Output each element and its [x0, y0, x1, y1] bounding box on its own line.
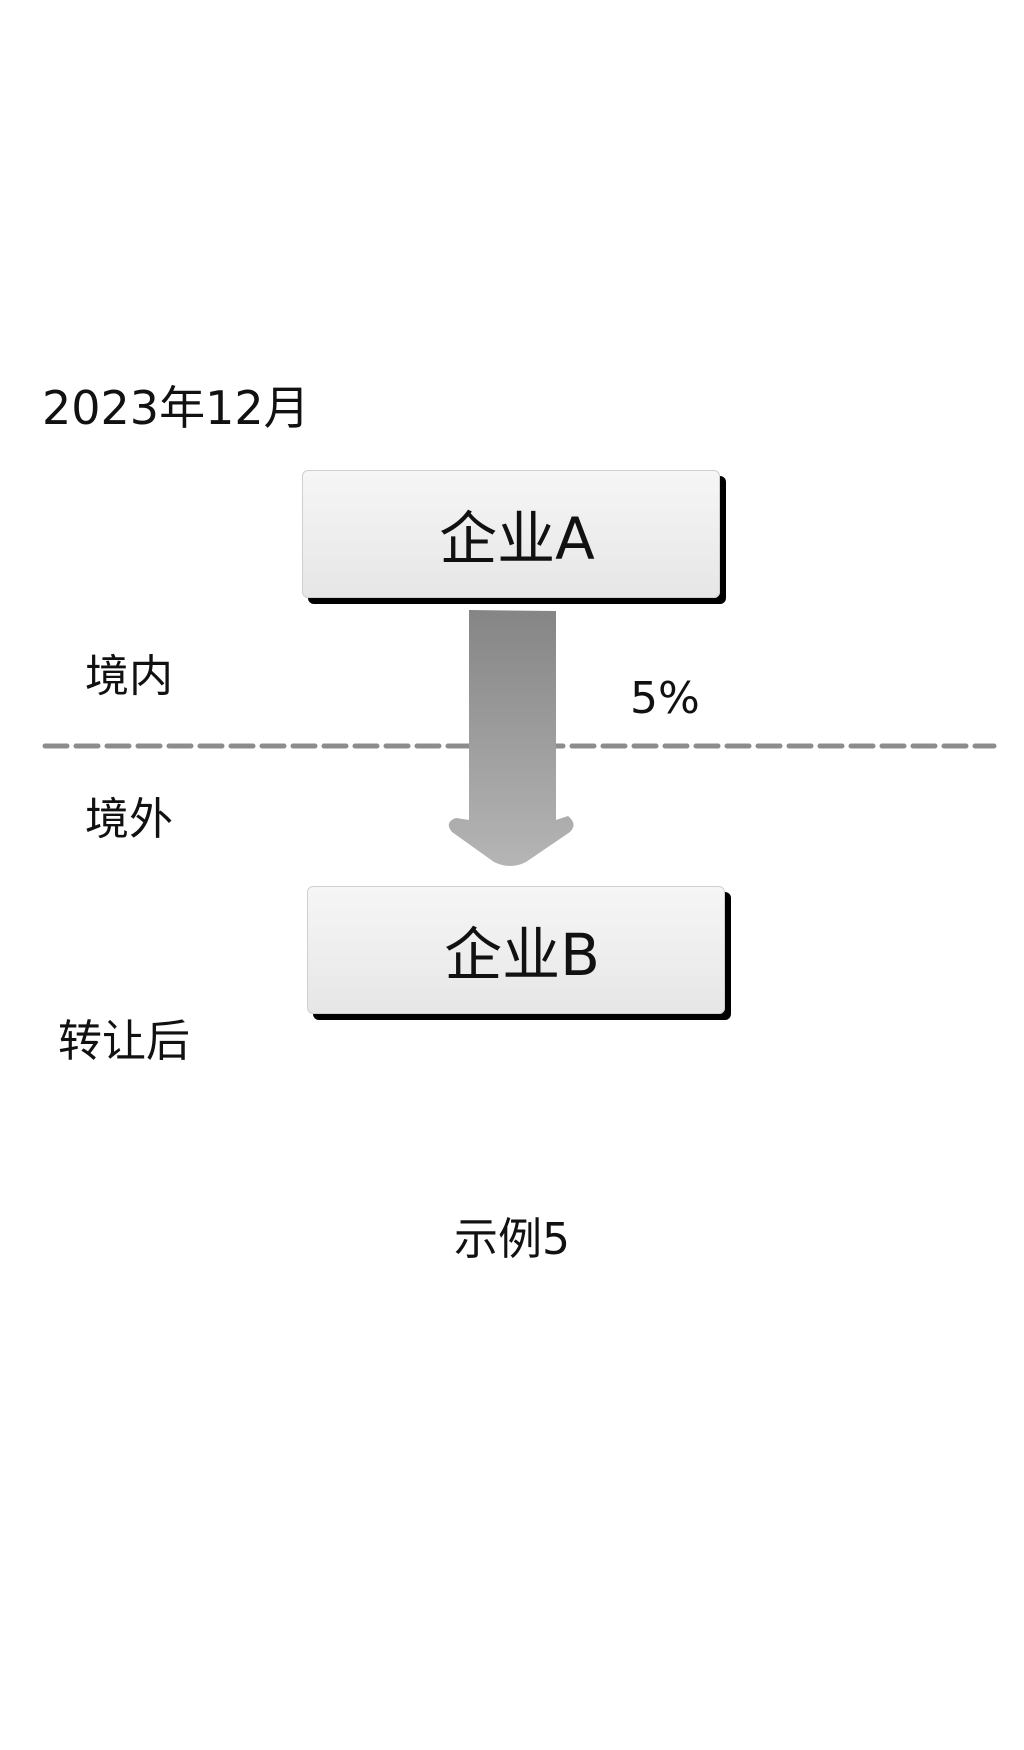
entity-a-label: 企业A [439, 505, 595, 573]
domestic-label: 境内 [85, 651, 173, 702]
after-transfer-label: 转让后 [58, 1016, 190, 1067]
example-caption: 示例5 [454, 1214, 570, 1265]
date-label: 2023年12月 [42, 381, 310, 435]
overseas-label: 境外 [85, 794, 173, 845]
entity-b-label: 企业B [444, 921, 600, 989]
entity-a-box: 企业A [302, 470, 720, 598]
ownership-arrow [448, 610, 574, 866]
share-percent-label: 5% [630, 673, 700, 724]
entity-b-box: 企业B [307, 886, 725, 1014]
